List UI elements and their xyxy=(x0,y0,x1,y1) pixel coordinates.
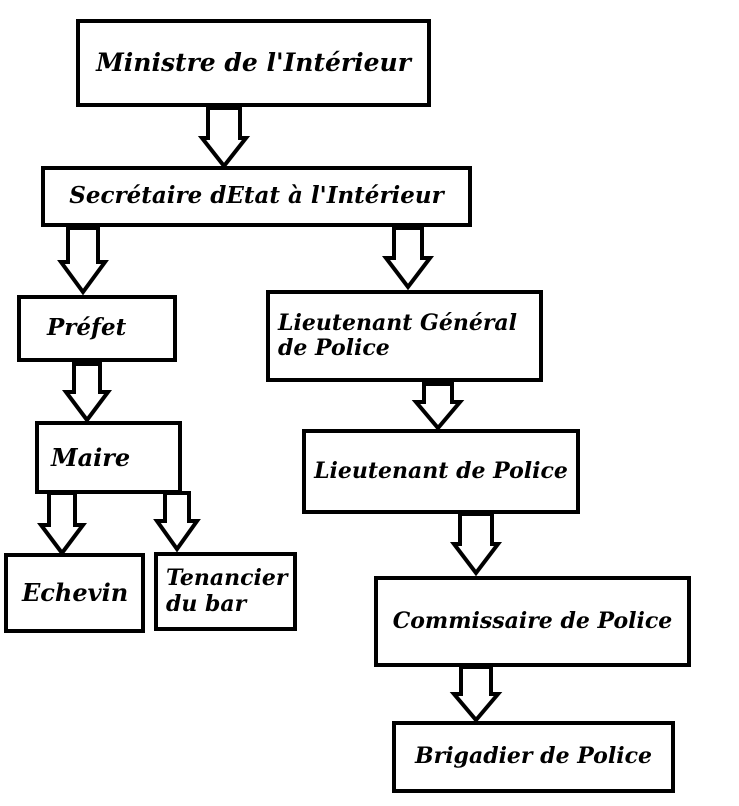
arrow-ministre-to-secretaire xyxy=(197,106,251,170)
node-tenancier: Tenancier du bar xyxy=(154,552,297,631)
node-echevin: Echevin xyxy=(4,553,145,633)
node-lieutenant-label: Lieutenant de Police xyxy=(314,457,568,484)
arrow-commissaire-to-brigadier xyxy=(449,665,503,724)
node-ministre-label: Ministre de l'Intérieur xyxy=(96,47,411,77)
node-secretaire: Secrétaire dEtat à l'Intérieur xyxy=(41,166,472,227)
node-prefet-label: Préfet xyxy=(47,314,127,342)
node-brigadier: Brigadier de Police xyxy=(392,721,675,793)
arrow-lieutenant-to-commissaire xyxy=(449,512,503,577)
node-commissaire-label: Commissaire de Police xyxy=(392,607,673,634)
node-lieutenant-general: Lieutenant Général de Police xyxy=(266,290,543,382)
node-secretaire-label: Secrétaire dEtat à l'Intérieur xyxy=(69,182,444,210)
node-maire: Maire xyxy=(35,421,182,494)
node-lieutenant-general-label-1: Lieutenant Général xyxy=(278,309,518,336)
arrow-maire-to-tenancier xyxy=(153,491,201,553)
node-maire-label: Maire xyxy=(51,442,131,472)
node-lieutenant: Lieutenant de Police xyxy=(302,429,580,514)
arrow-maire-to-echevin xyxy=(37,491,87,557)
arrow-lieutenant-general-to-lieutenant xyxy=(411,382,465,432)
arrow-prefet-to-maire xyxy=(62,362,112,424)
node-brigadier-label: Brigadier de Police xyxy=(415,743,652,770)
node-echevin-label: Echevin xyxy=(22,578,129,608)
node-commissaire: Commissaire de Police xyxy=(374,576,691,667)
node-prefet: Préfet xyxy=(17,295,177,362)
node-ministre: Ministre de l'Intérieur xyxy=(76,19,431,107)
arrow-secretaire-to-prefet xyxy=(57,226,109,296)
arrow-secretaire-to-lieutenant-general xyxy=(381,226,435,291)
node-tenancier-label-1: Tenancier xyxy=(166,565,288,592)
node-lieutenant-general-label-2: de Police xyxy=(278,335,390,361)
node-tenancier-label-2: du bar xyxy=(166,590,247,617)
